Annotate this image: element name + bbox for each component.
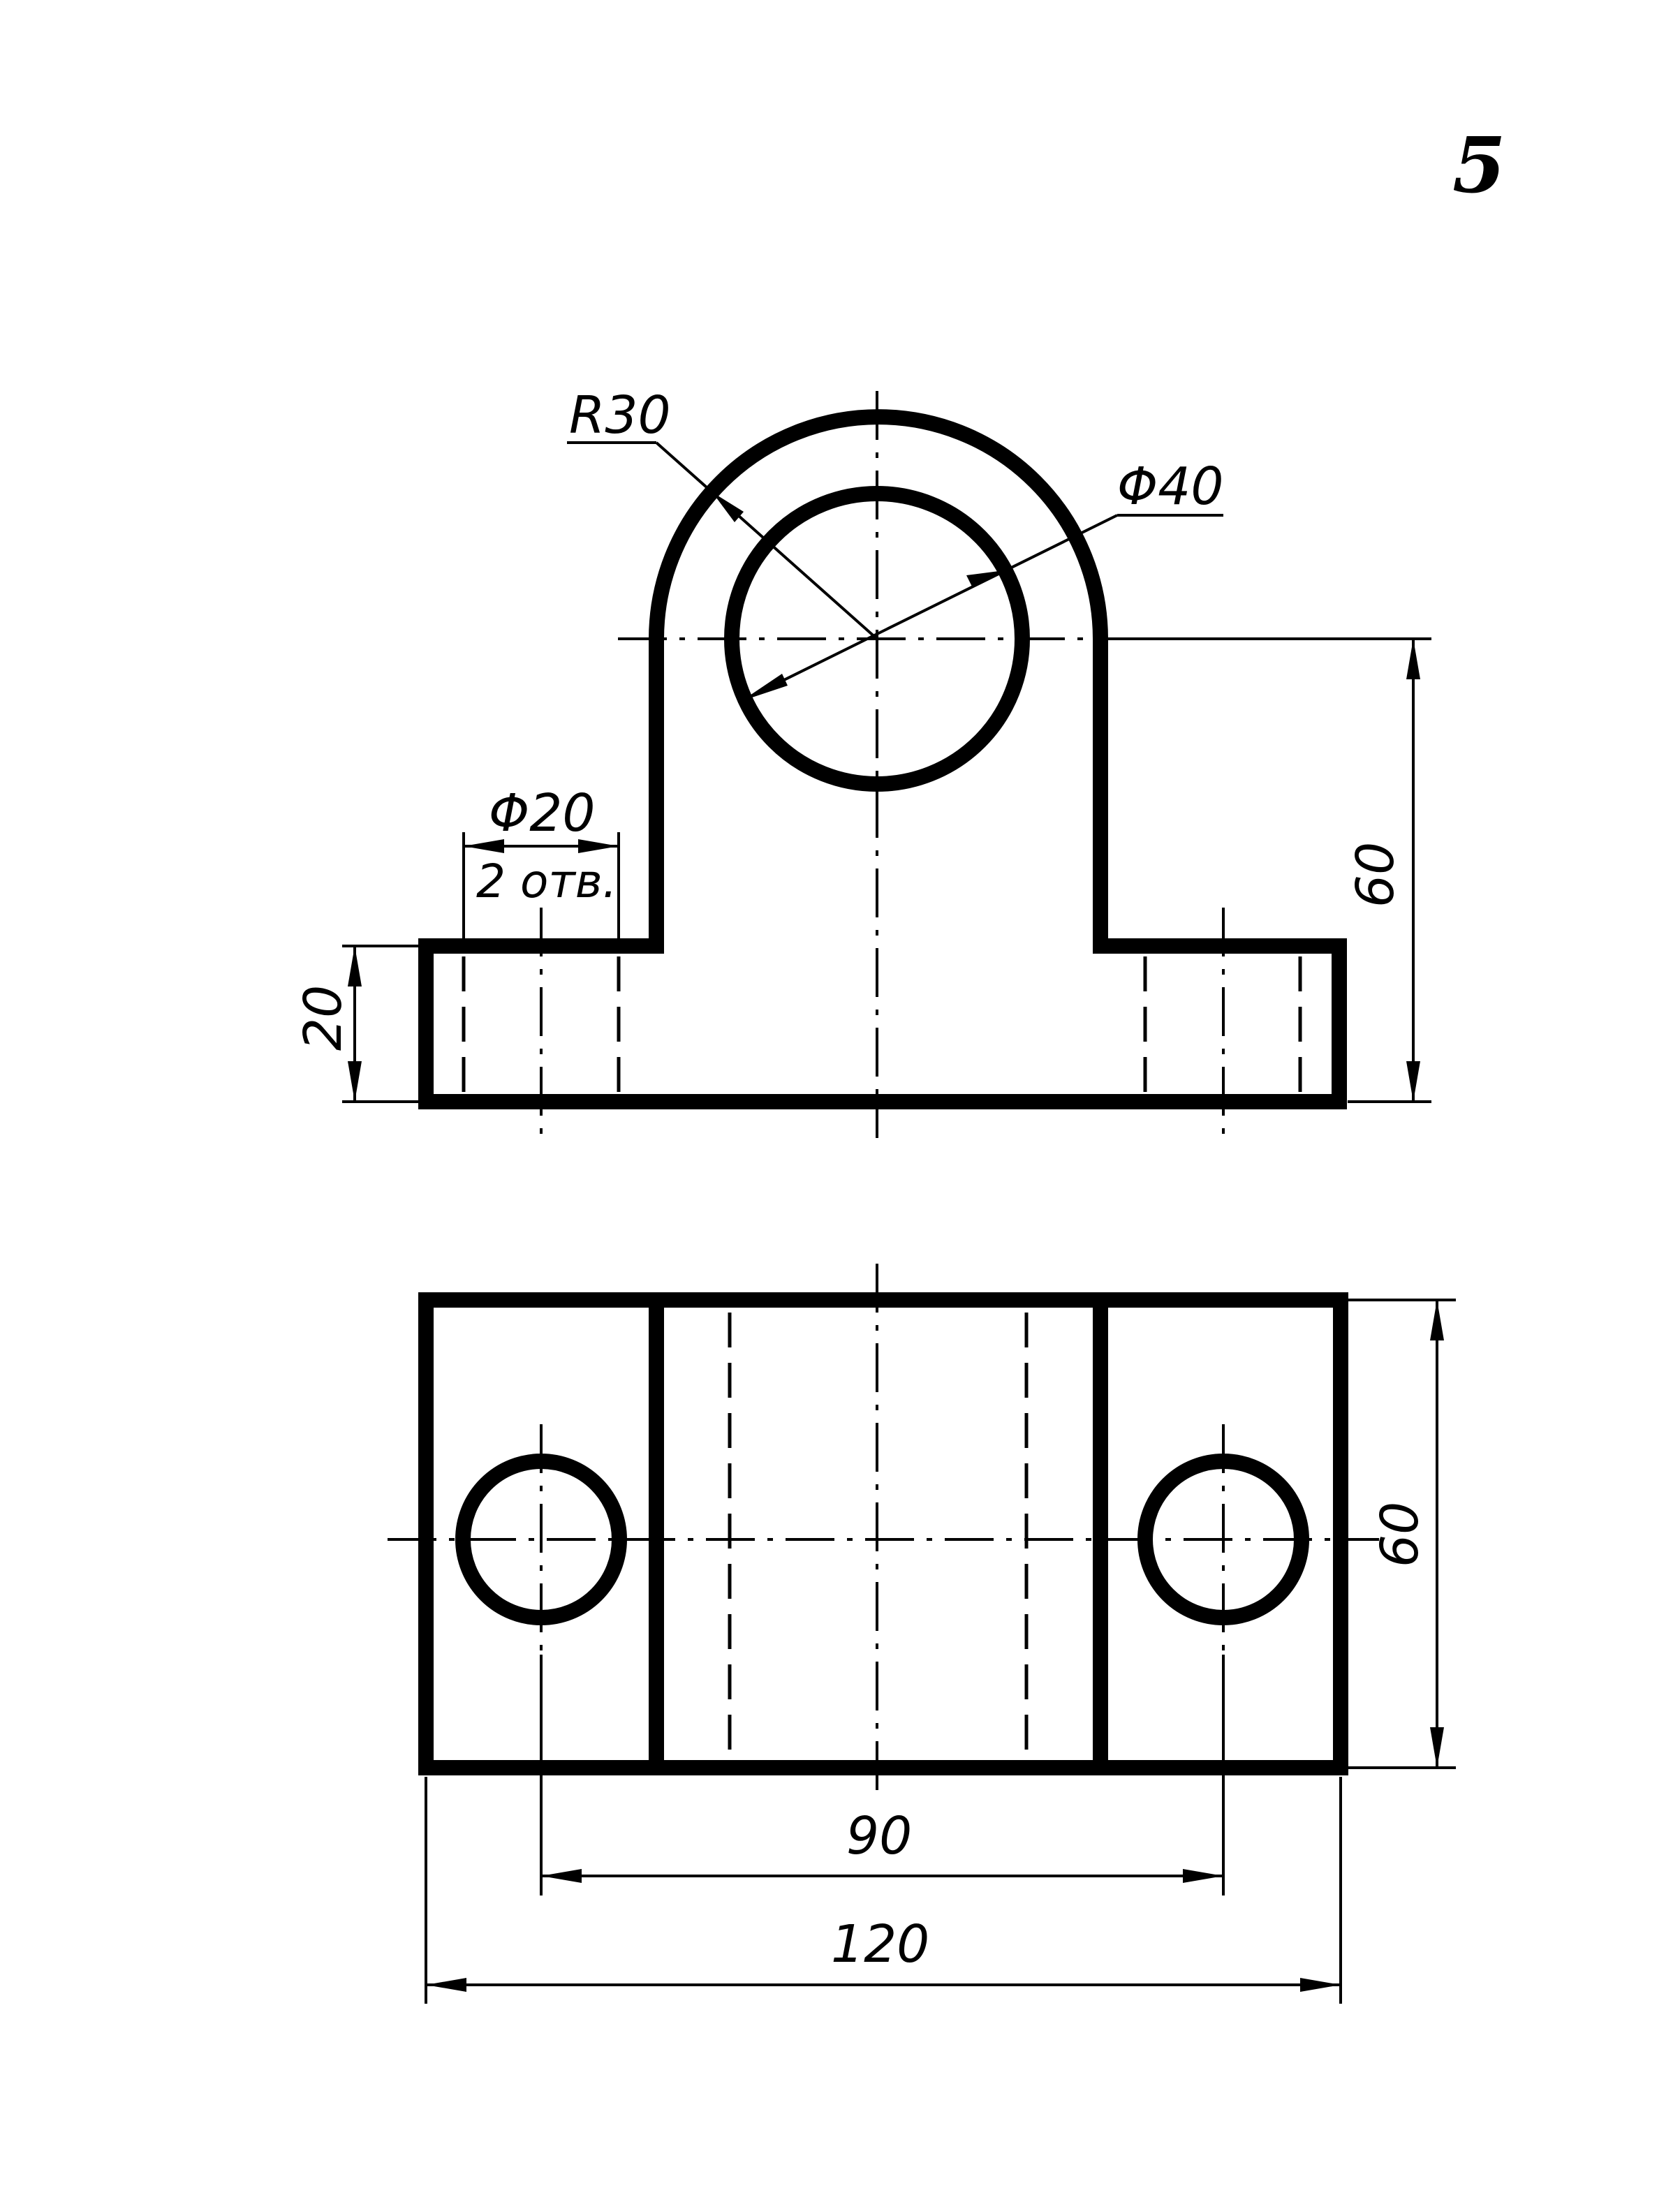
arrowhead	[1406, 639, 1420, 679]
arrowhead	[1430, 1727, 1444, 1768]
arrowhead	[541, 1869, 582, 1883]
r30-leader	[655, 441, 878, 640]
arrowhead	[348, 946, 362, 986]
front-view-outline	[418, 409, 1347, 1109]
front-view: R30 Φ40 Φ20 2 отв. 20 60	[293, 385, 1431, 1141]
arrowhead	[578, 839, 619, 853]
arrowhead	[1430, 1300, 1444, 1340]
arrowhead	[966, 570, 1010, 586]
holes-note: 2 отв.	[476, 855, 617, 908]
dim-depth-60: 60	[1370, 1502, 1430, 1567]
top-view: 60 90 120	[388, 1264, 1456, 2004]
arrowhead	[464, 839, 504, 853]
arrowhead	[1300, 1978, 1341, 1992]
dim-phi20: Φ20	[489, 783, 595, 843]
dim-phi40: Φ40	[1117, 457, 1223, 517]
dim-height-60: 60	[1346, 842, 1406, 908]
dim-r30: R30	[569, 385, 671, 445]
arrowhead	[348, 1061, 362, 1102]
dim-spacing-90: 90	[846, 1806, 912, 1866]
dim-height-20: 20	[293, 985, 353, 1051]
page-number: 5	[1452, 120, 1506, 210]
arrowhead	[742, 674, 788, 701]
top-view-outline	[418, 1292, 1348, 1775]
dim-width-120: 120	[831, 1914, 929, 1974]
arrowhead	[712, 492, 744, 522]
arrowhead	[1406, 1061, 1420, 1102]
arrowhead	[1183, 1869, 1223, 1883]
phi40-leader	[739, 514, 1118, 703]
arrowhead	[426, 1978, 466, 1992]
